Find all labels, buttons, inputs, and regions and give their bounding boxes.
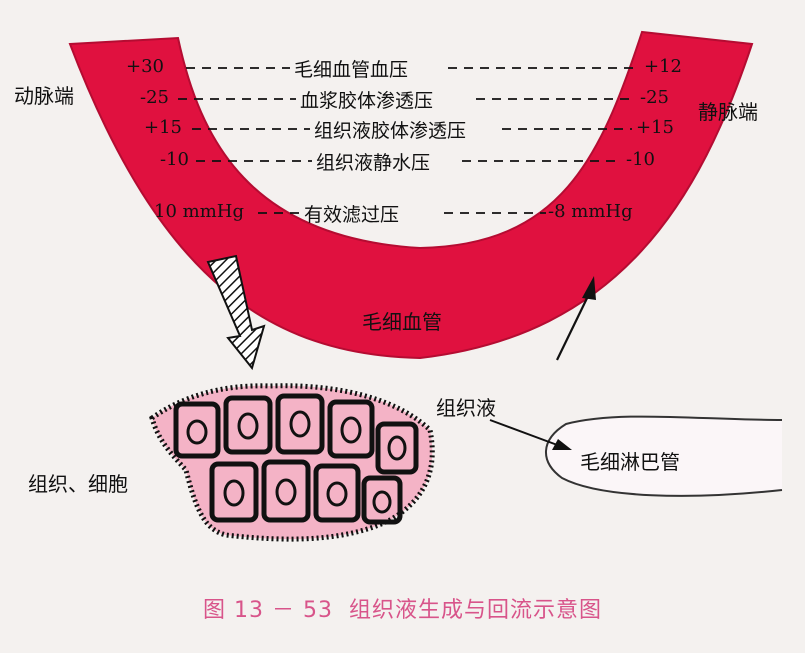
pressure-left-value: 10 mmHg xyxy=(154,201,244,222)
pressure-left-value: -25 xyxy=(140,87,169,108)
pressure-name: 有效滤过压 xyxy=(304,204,400,226)
pressure-right-value: +15 xyxy=(636,117,674,138)
capillary-label: 毛细血管 xyxy=(362,310,442,334)
tissue-cells-label: 组织、细胞 xyxy=(28,472,128,496)
reabsorption-arrow xyxy=(556,276,596,361)
arterial-end-label: 动脉端 xyxy=(14,84,74,108)
figure-number: 图 13 － 53 xyxy=(203,598,333,623)
lymph-capillary-label: 毛细淋巴管 xyxy=(580,450,680,474)
lymph-capillary xyxy=(489,415,783,497)
tissue-fluid-label: 组织液 xyxy=(436,396,496,420)
pressure-name: 毛细血管血压 xyxy=(294,59,409,81)
pressure-name: 组织液胶体渗透压 xyxy=(314,120,467,142)
venous-end-label: 静脉端 xyxy=(698,100,758,124)
pressure-name: 血浆胶体渗透压 xyxy=(300,90,434,112)
pressure-right-value: -10 xyxy=(626,149,655,170)
pressure-left-value: +30 xyxy=(126,56,164,77)
figure-caption: 图 13 － 53 组织液生成与回流示意图 xyxy=(0,592,805,624)
pressure-left-value: -10 xyxy=(160,149,189,170)
pressure-right-value: -8 mmHg xyxy=(548,201,633,222)
pressure-right-value: -25 xyxy=(640,87,669,108)
pressure-dashes xyxy=(178,67,638,214)
filtration-arrow xyxy=(206,254,266,371)
figure-title: 组织液生成与回流示意图 xyxy=(348,598,602,623)
tissue-cell-cluster xyxy=(149,383,435,542)
pressure-name: 组织液静水压 xyxy=(316,152,431,174)
pressure-right-value: +12 xyxy=(644,56,682,77)
pressure-left-value: +15 xyxy=(144,117,182,138)
